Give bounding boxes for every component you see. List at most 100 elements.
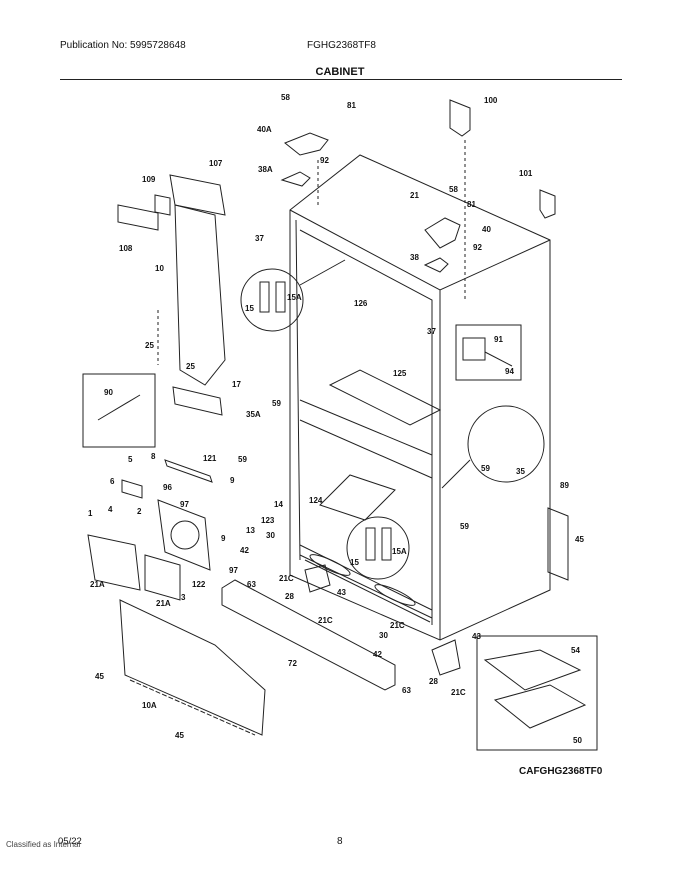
callout-123: 123 [261,516,275,525]
callout-6: 6 [110,477,115,486]
callout-17: 17 [232,380,241,389]
callout-92: 92 [320,156,329,165]
callout-9: 9 [230,476,235,485]
callout-90: 90 [104,388,113,397]
callout-35A: 35A [246,410,261,419]
callout-14: 14 [274,500,283,509]
kick-plate-72 [221,579,396,691]
detail-box-54-50 [476,635,598,751]
callout-28: 28 [429,677,438,686]
part-109 [154,194,171,216]
callout-45: 45 [175,731,184,740]
detail-circle-15-left [240,268,304,332]
callout-121: 121 [203,454,217,463]
callout-2: 2 [137,507,142,516]
callout-15A: 15A [392,547,407,556]
callout-100: 100 [484,96,498,105]
callout-42: 42 [373,650,382,659]
callout-21C: 21C [451,688,466,697]
hinge-40 [424,217,461,249]
callout-21A: 21A [90,580,105,589]
publication-number: Publication No: 5995728648 [60,40,186,51]
cabinet-divider [299,399,433,479]
rail-121 [164,459,213,483]
model-number: FGHG2368TF8 [307,40,376,51]
callout-15: 15 [245,304,254,313]
callout-94: 94 [505,367,514,376]
callout-37: 37 [427,327,436,336]
callout-89: 89 [560,481,569,490]
callout-63: 63 [247,580,256,589]
detail-box-90 [82,373,156,448]
callout-109: 109 [142,175,156,184]
hinge-bottom-28 [304,564,331,593]
callout-21A: 21A [156,599,171,608]
detail-circle-59-right [467,405,545,483]
callout-97: 97 [229,566,238,575]
callout-59: 59 [272,399,281,408]
callout-5: 5 [128,455,133,464]
callout-126: 126 [354,299,368,308]
callout-21C: 21C [318,616,333,625]
side-panel-89 [547,507,569,581]
callout-10A: 10A [142,701,157,710]
callout-30: 30 [379,631,388,640]
callout-15: 15 [350,558,359,567]
callout-25: 25 [145,341,154,350]
hinge-38 [423,257,449,273]
callout-38A: 38A [258,165,273,174]
callout-21: 21 [410,191,419,200]
callout-40A: 40A [257,125,272,134]
callout-13: 13 [246,526,255,535]
callout-97: 97 [180,500,189,509]
callout-25: 25 [186,362,195,371]
callout-59: 59 [238,455,247,464]
header-rule [60,79,622,80]
hinge-38A [280,171,311,187]
callout-81: 81 [467,200,476,209]
callout-107: 107 [209,159,223,168]
callout-59: 59 [481,464,490,473]
air-duct-10 [174,204,226,386]
callout-63: 63 [402,686,411,695]
callout-42: 42 [240,546,249,555]
bracket-122 [144,554,181,601]
callout-38: 38 [410,253,419,262]
callout-92: 92 [473,243,482,252]
detail-circle-15-bottom [346,516,410,580]
callout-10: 10 [155,264,164,273]
page-number: 8 [337,836,343,847]
callout-59: 59 [460,522,469,531]
hinge-100 [449,99,471,137]
rear-cover-10A [119,599,266,736]
callout-8: 8 [151,452,156,461]
duct-top-107 [169,174,226,216]
footer-date: 05/22 [58,836,82,847]
diagram-code: CAFGHG2368TF0 [519,766,603,777]
callout-37: 37 [255,234,264,243]
callout-9: 9 [221,534,226,543]
cabinet-body [289,154,551,641]
cover-108 [117,204,159,231]
hinge-40A [284,132,329,156]
callout-45: 45 [575,535,584,544]
fan-shroud-96 [157,499,211,571]
callout-3: 3 [181,593,186,602]
callout-91: 91 [494,335,503,344]
cabinet-front-edge [289,209,551,291]
callout-21C: 21C [279,574,294,583]
shelf-125 [328,369,442,426]
callout-54: 54 [571,646,580,655]
part-17 [172,386,223,416]
classification-watermark: Classified as Internal [6,840,81,849]
callout-4: 4 [108,505,113,514]
callout-101: 101 [519,169,533,178]
detail-box-91 [455,324,522,381]
callout-124: 124 [309,496,323,505]
callout-28: 28 [285,592,294,601]
bracket-5 [121,479,143,499]
callout-35: 35 [516,467,525,476]
callout-21C: 21C [390,621,405,630]
callout-40: 40 [482,225,491,234]
